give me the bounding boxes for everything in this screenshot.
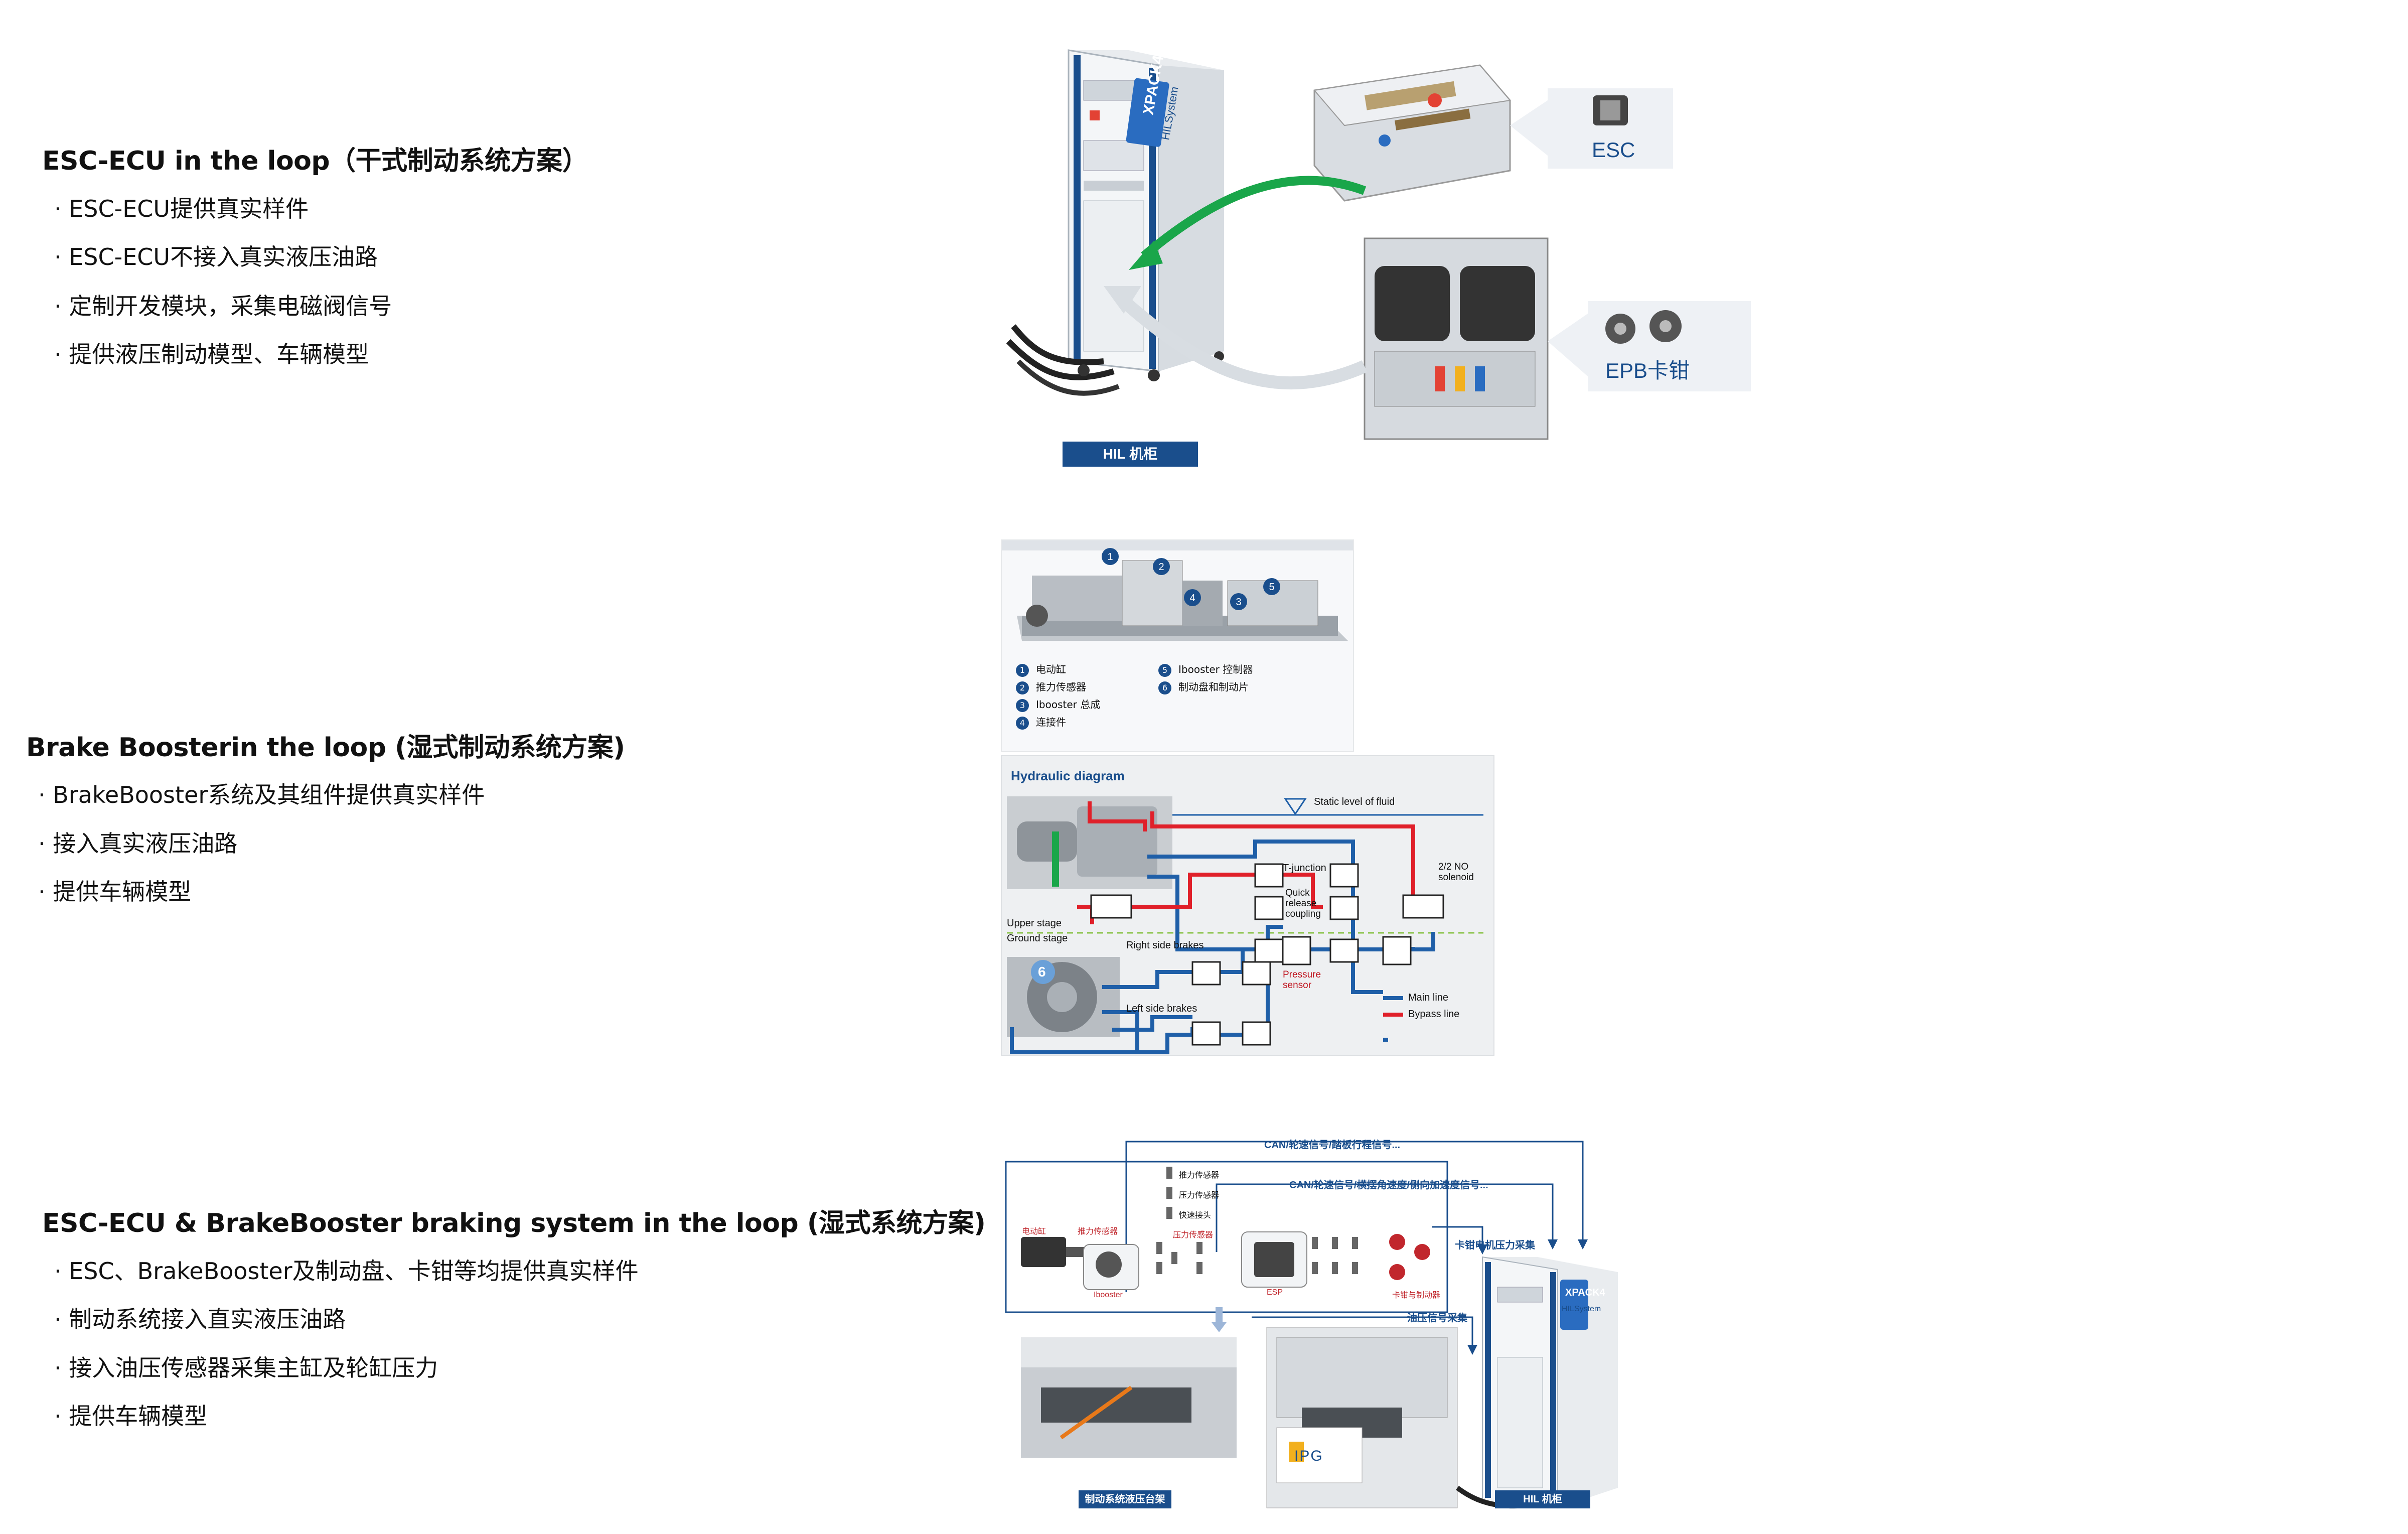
hydraulic-drawing — [1007, 796, 1483, 1054]
section-1-title: ESC-ECU in the loop（干式制动系统方案） — [42, 146, 588, 176]
section-1-bullet: · 提供液压制动模型、车辆模型 — [54, 341, 369, 368]
legend-item: 1 电动缸 — [1016, 661, 1100, 678]
section-3-bullet: · 提供车辆模型 — [54, 1403, 208, 1430]
thrust-sensor-label: 推力传感器 — [1078, 1227, 1118, 1236]
figure-esc-hil: XPACK4 HILSystem — [1003, 40, 1756, 472]
cabinet-brand-box — [1126, 78, 1169, 147]
motor-cylinder-label: 电动缸 — [1022, 1227, 1046, 1236]
legend-text: 连接件 — [1036, 716, 1066, 728]
section-2-bullet: · BrakeBooster系统及其组件提供真实样件 — [38, 781, 485, 808]
ibooster-marker: 5 — [1263, 578, 1281, 598]
legend-text: Ibooster 控制器 — [1178, 663, 1253, 675]
esc-label: ESC — [1592, 138, 1635, 162]
ibooster-legend-left: 1 电动缸 2 推力传感器 3 Ibooster 总成 4 连接件 — [1016, 661, 1100, 731]
figure-combined-system: CAN/轮速信号/踏板行程信号... CAN/轮速信号/横摆角速度/侧向加速度信… — [1001, 1137, 1623, 1518]
legend-num: 1 — [1016, 664, 1029, 677]
oil-signal-label: 油压信号采集 — [1407, 1313, 1467, 1324]
legend-num: 4 — [1016, 717, 1029, 730]
ibooster-layout-drawing — [1002, 540, 1353, 641]
legend-coupling: 快速接头 — [1179, 1211, 1212, 1220]
epb-label: EPB卡钳 — [1605, 359, 1690, 382]
legend-item: 6 制动盘和制动片 — [1158, 678, 1253, 696]
section-2-bullet: · 接入真实液压油路 — [38, 830, 238, 857]
right-brakes-label: Right side brakes — [1126, 940, 1204, 951]
legend-item: 3 Ibooster 总成 — [1016, 696, 1100, 714]
section-2-bullet: · 提供车辆模型 — [38, 878, 192, 905]
legend-num: 2 — [1016, 681, 1029, 694]
can-label-1: CAN/轮速信号/踏板行程信号... — [1264, 1140, 1401, 1151]
section-3-bullet: · ESC、BrakeBooster及制动盘、卡钳等均提供真实样件 — [54, 1258, 639, 1285]
upper-stage-label: Upper stage — [1007, 918, 1062, 929]
solenoid-label: 2/2 NO solenoid — [1438, 862, 1474, 883]
esc-part-icon — [1593, 95, 1628, 125]
ibooster-marker: 3 — [1230, 593, 1248, 613]
section-3-bullet: · 接入油压传感器采集主缸及轮缸压力 — [54, 1354, 438, 1381]
main-line-label: Main line — [1408, 992, 1449, 1003]
green-arrow — [1141, 176, 1367, 259]
left-brakes-label: Left side brakes — [1126, 1003, 1197, 1014]
can-label-2: CAN/轮速信号/横摆角速度/侧向加速度信号... — [1289, 1180, 1488, 1191]
pressure-sensor-label: 压力传感器 — [1173, 1231, 1214, 1239]
hil-cabinet-label: HIL 机柜 — [1063, 442, 1198, 467]
ibooster-marker: 1 — [1101, 547, 1119, 568]
ibooster-marker-num: 4 — [1189, 593, 1195, 604]
legend-pressure: 压力传感器 — [1179, 1191, 1220, 1200]
ibooster-marker-num: 2 — [1158, 562, 1164, 573]
caliper-label: 卡钳与制动器 — [1392, 1291, 1441, 1300]
ibooster-marker: 2 — [1152, 557, 1170, 578]
bypass-line-label: Bypass line — [1408, 1009, 1460, 1020]
legend-item: 2 推力传感器 — [1016, 678, 1100, 696]
legend-text: 制动盘和制动片 — [1178, 681, 1249, 693]
hil-cabinet-label-2: HIL 机柜 — [1495, 1490, 1590, 1508]
legend-text: Ibooster 总成 — [1036, 699, 1101, 711]
hydraulic-title: Hydraulic diagram — [1011, 768, 1125, 783]
static-level-label: Static level of fluid — [1314, 796, 1395, 807]
ground-stage-label: Ground stage — [1007, 933, 1068, 944]
section-2-title: Brake Boosterin the loop (湿式制动系统方案) — [26, 733, 625, 763]
legend-thrust: 推力传感器 — [1179, 1171, 1220, 1180]
esp-label: ESP — [1267, 1288, 1283, 1297]
ibooster-marker-num: 3 — [1236, 597, 1241, 608]
legend-text: 电动缸 — [1036, 663, 1066, 675]
t-junction-label: T-junction — [1283, 863, 1326, 874]
caliper-motor-label: 卡钳电机压力采集 — [1455, 1240, 1535, 1251]
bench-label: 制动系统液压台架 — [1079, 1490, 1171, 1508]
legend-item: 5 Ibooster 控制器 — [1158, 661, 1253, 678]
legend-num: 5 — [1158, 664, 1171, 677]
quick-release-label: Quick release coupling — [1285, 888, 1321, 919]
combined-system-drawing — [1005, 1141, 1618, 1509]
legend-num: 6 — [1158, 681, 1171, 694]
ibooster-marker-num: 1 — [1107, 551, 1113, 563]
ibooster-legend-right: 5 Ibooster 控制器 6 制动盘和制动片 — [1158, 661, 1253, 696]
ibooster-marker-num: 5 — [1269, 582, 1274, 593]
section-3-title: ESC-ECU & BrakeBooster braking system in… — [42, 1208, 986, 1238]
section-1-bullet: · ESC-ECU提供真实样件 — [54, 195, 309, 222]
cabinet-sub-2: HILSystem — [1562, 1305, 1601, 1313]
section-1-bullet: · 定制开发模块，采集电磁阀信号 — [54, 293, 392, 320]
figure-esc-hil-drawing: XPACK4 HILSystem — [1006, 49, 1751, 440]
disc-marker: 6 — [1038, 964, 1046, 980]
section-3-bullet: · 制动系统接入直实液压油路 — [54, 1306, 346, 1333]
legend-num: 3 — [1016, 699, 1029, 712]
section-1-bullet: · ESC-ECU不接入真实液压油路 — [54, 243, 378, 270]
epb-box-illustration — [1364, 237, 1549, 440]
legend-item: 4 连接件 — [1016, 714, 1100, 731]
legend-text: 推力传感器 — [1036, 681, 1086, 693]
figure-hydraulic-diagram: Hydraulic diagram — [1001, 755, 1494, 1056]
grey-arrow — [1119, 296, 1368, 389]
esc-box-illustration — [1313, 64, 1511, 202]
pressure-sensor-label: Pressure sensor — [1283, 969, 1321, 991]
ibooster-marker: 4 — [1183, 589, 1201, 609]
ipg-logo: IPG — [1294, 1448, 1323, 1464]
cabinet-brand-2: XPACK4 — [1565, 1287, 1605, 1298]
epb-caliper-icon — [1605, 310, 1682, 344]
ibooster-label: Ibooster — [1094, 1291, 1123, 1299]
